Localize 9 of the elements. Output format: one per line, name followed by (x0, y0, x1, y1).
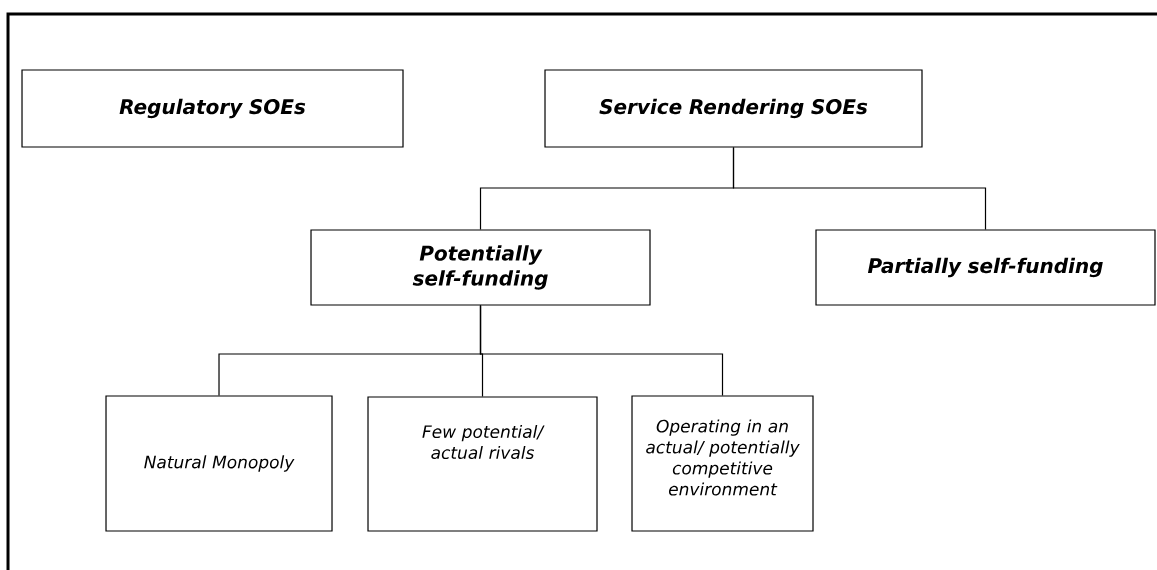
category-box: Partially self-funding (815, 229, 1156, 306)
category-box: Natural Monopoly (105, 395, 333, 532)
connector-line (479, 305, 724, 396)
category-box: Few potential/ actual rivals (367, 396, 598, 532)
category-box: Service Rendering SOEs (544, 69, 923, 148)
connector-line (732, 147, 987, 230)
category-box: Operating in an actual/ potentially competitive environment (631, 395, 814, 532)
category-box: Potentially self-funding (310, 229, 651, 306)
category-box: Regulatory SOEs (21, 69, 404, 148)
